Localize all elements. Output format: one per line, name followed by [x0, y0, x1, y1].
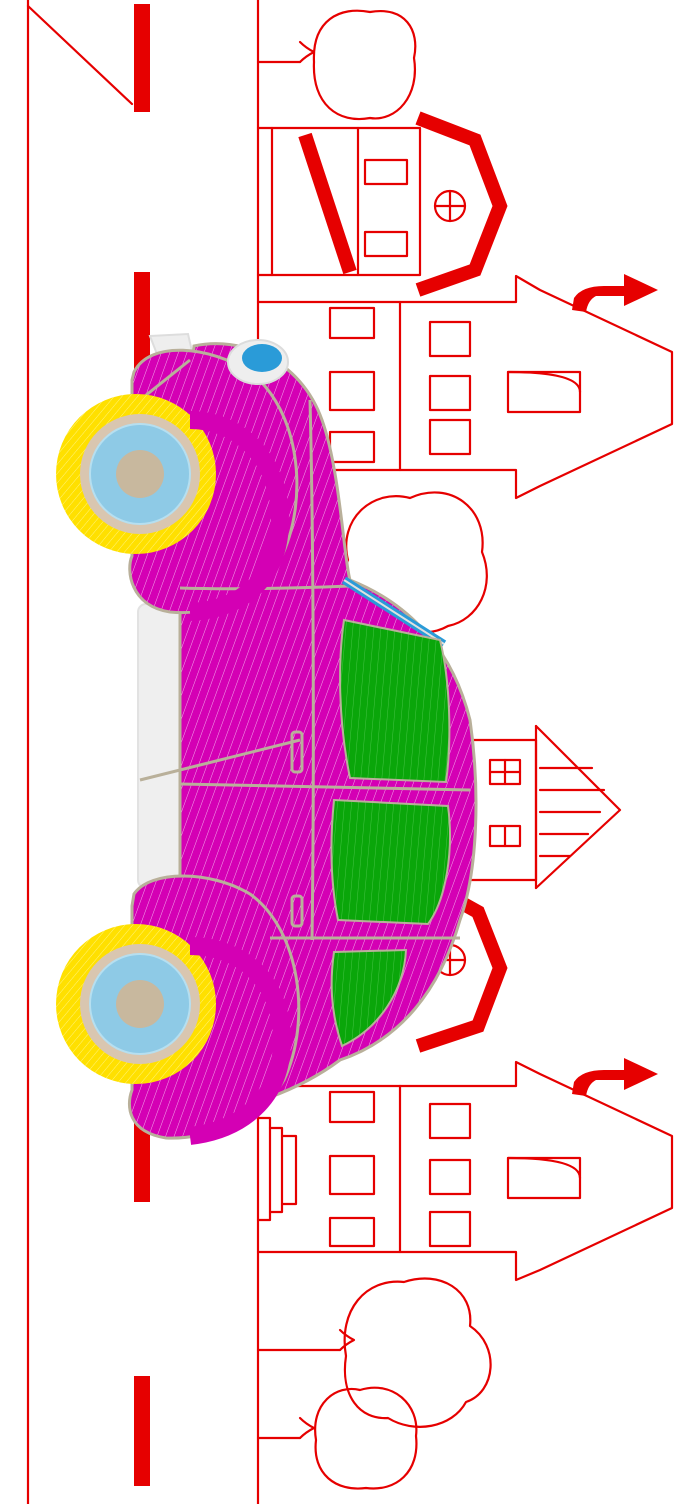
road-line-corner	[26, 4, 134, 106]
arrow-icon	[572, 274, 658, 312]
car-icon	[56, 332, 478, 1145]
door-handle	[290, 730, 304, 774]
car-window-middle	[330, 798, 451, 926]
road-dash	[134, 1376, 150, 1486]
tree-icon	[256, 1386, 418, 1490]
road-dash	[134, 272, 150, 380]
house-icon	[468, 724, 622, 890]
house-icon	[256, 111, 508, 297]
tree-icon	[256, 1277, 492, 1428]
arrow-icon	[572, 1058, 658, 1096]
wheel-icon	[56, 394, 216, 554]
road-dash	[134, 1120, 150, 1202]
house-icon	[256, 274, 674, 500]
lane-dashes	[134, 4, 150, 1486]
headlight-icon	[227, 339, 289, 385]
door-handle	[290, 894, 304, 928]
car-window-front	[339, 618, 451, 784]
car-running-board	[137, 603, 181, 889]
house-icon	[256, 1058, 674, 1282]
car-window-rear	[330, 948, 408, 1048]
wheel-icon	[56, 924, 216, 1084]
road-dash	[134, 4, 150, 112]
tree-icon	[256, 9, 417, 121]
